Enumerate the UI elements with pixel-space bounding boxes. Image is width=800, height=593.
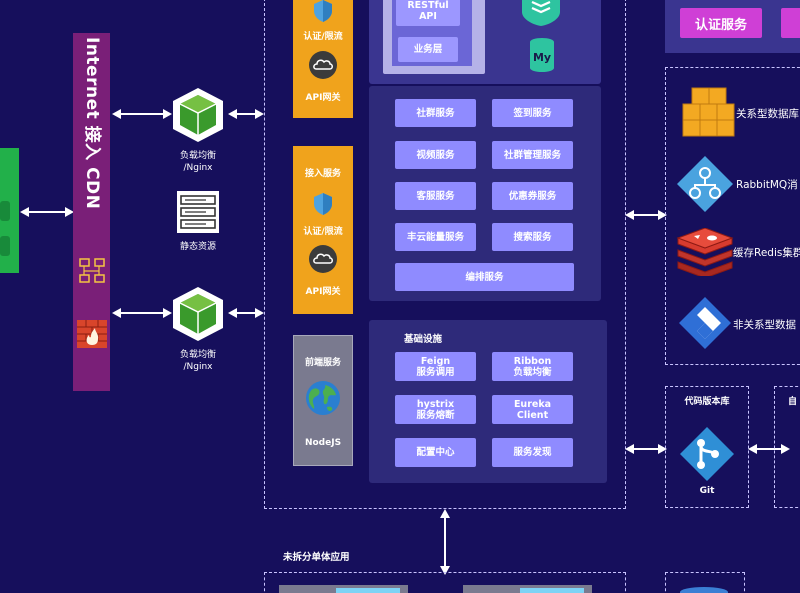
hystrix-label-1: hystrix	[416, 398, 455, 410]
right-partial-container	[774, 386, 800, 508]
static-resources-label: 静态资源	[179, 242, 216, 252]
service-button-7[interactable]: 丰云能量服务	[395, 223, 476, 251]
arrow-lb1-gateway	[228, 109, 264, 119]
feign-label-2: 服务调用	[416, 366, 455, 378]
service-button-8[interactable]: 搜索服务	[492, 223, 573, 251]
globe-icon	[306, 381, 340, 415]
storage-container	[665, 67, 800, 365]
nonrelational-db-icon	[679, 297, 731, 349]
service-button-1[interactable]: 社群服务	[395, 99, 476, 127]
arrow-app-storage	[625, 210, 667, 220]
arrow-app-repo	[625, 444, 667, 454]
lb1-label: 负载均衡 /Nginx	[160, 150, 236, 174]
eureka-button[interactable]: Eureka Client	[492, 395, 573, 424]
hystrix-label-2: 服务熔断	[416, 409, 455, 421]
arrow-repo-right	[748, 444, 790, 454]
service-button-2[interactable]: 签到服务	[492, 99, 573, 127]
restful-label-2: API	[419, 11, 437, 22]
service-button-6[interactable]: 优惠券服务	[492, 182, 573, 210]
redis-label: 缓存Redis集群	[733, 247, 800, 259]
gateway-mid-auth-label: 认证/限流	[303, 227, 343, 237]
git-icon	[680, 427, 734, 481]
service-discovery-button[interactable]: 服务发现	[492, 438, 573, 467]
boxes-icon	[682, 87, 735, 137]
auth-service-button-2[interactable]	[781, 8, 800, 38]
gateway-top: 认证/限流 API网关	[293, 0, 353, 118]
cloud-icon-2	[309, 245, 337, 273]
frontend-tech: NodeJS	[304, 438, 342, 448]
feign-button[interactable]: Feign 服务调用	[395, 352, 476, 381]
bottom-right-icon-top	[680, 587, 728, 593]
arrow-client-cdn	[20, 207, 74, 217]
lb2-label-1: 负载均衡	[179, 350, 216, 360]
application-layer-container	[264, 0, 626, 509]
service-button-4[interactable]: 社群管理服务	[492, 141, 573, 169]
restful-api-box[interactable]: RESTful API	[396, 0, 460, 26]
restful-label-1: RESTful	[407, 0, 449, 11]
client-button-1[interactable]	[0, 201, 10, 221]
git-label: Git	[699, 486, 715, 496]
svg-text:My: My	[533, 51, 551, 64]
frontend-service: 前端服务 NodeJS	[293, 335, 353, 466]
hystrix-button[interactable]: hystrix 服务熔断	[395, 395, 476, 424]
client-button-2[interactable]	[0, 236, 10, 256]
arrow-lb2-gateway	[228, 308, 264, 318]
shield-icon-2	[314, 193, 332, 215]
feign-label-1: Feign	[420, 355, 451, 367]
arrow-app-monolith	[440, 509, 450, 575]
firewall-icon	[77, 320, 107, 348]
monolith-container	[264, 572, 626, 593]
relational-db-label: 关系型数据库	[736, 108, 799, 120]
gateway-top-auth-label: 认证/限流	[303, 32, 343, 42]
nginx-cube-icon-2	[173, 287, 223, 341]
arrow-cdn-lb2	[112, 308, 172, 318]
layers-icon	[522, 0, 560, 26]
monolith-label: 未拆分单体应用	[283, 552, 350, 563]
monolith-box-1-inner	[336, 588, 400, 593]
frontend-title: 前端服务	[304, 358, 341, 368]
gateway-mid: 接入服务 认证/限流 API网关	[293, 146, 353, 314]
lb2-label-2: /Nginx	[183, 362, 213, 372]
cloud-icon	[309, 51, 337, 79]
lb1-label-1: 负载均衡	[179, 151, 216, 161]
rabbitmq-label: RabbitMQ消	[736, 179, 798, 191]
nginx-cube-icon	[173, 88, 223, 142]
ribbon-label-2: 负载均衡	[513, 366, 552, 378]
eureka-label-2: Client	[516, 409, 549, 421]
network-icon	[79, 258, 105, 283]
server-rack-icon	[177, 191, 219, 233]
eureka-label-1: Eureka	[513, 398, 552, 410]
lb1-label-2: /Nginx	[183, 163, 213, 173]
rabbitmq-icon	[677, 156, 733, 212]
lb2-label: 负载均衡 /Nginx	[160, 349, 236, 373]
config-center-button[interactable]: 配置中心	[395, 438, 476, 467]
arrow-cdn-lb1	[112, 109, 172, 119]
business-layer-box[interactable]: 业务层	[398, 37, 458, 62]
infra-title: 基础设施	[404, 334, 443, 345]
shield-icon	[314, 0, 332, 22]
service-button-3[interactable]: 视频服务	[395, 141, 476, 169]
cdn-bar: Internet 接入 CDN	[73, 33, 110, 391]
gateway-mid-api-label: API网关	[305, 287, 341, 297]
code-repo-title: 代码版本库	[684, 397, 730, 407]
business-layer-label: 业务层	[413, 44, 443, 55]
ribbon-button[interactable]: Ribbon 负载均衡	[492, 352, 573, 381]
gateway-top-api-label: API网关	[305, 93, 341, 103]
nonrelational-db-label: 非关系型数据	[733, 319, 796, 331]
right-partial-title: 自	[788, 397, 798, 407]
ribbon-label-1: Ribbon	[513, 355, 552, 367]
redis-icon	[676, 228, 734, 276]
gateway-mid-access-label: 接入服务	[304, 169, 341, 179]
monolith-box-2-inner	[520, 588, 584, 593]
mysql-db-icon: My	[530, 38, 554, 72]
service-button-5[interactable]: 客服服务	[395, 182, 476, 210]
auth-service-button[interactable]: 认证服务	[680, 8, 762, 38]
bottom-right-container	[665, 572, 745, 593]
orchestration-service-button[interactable]: 编排服务	[395, 263, 574, 291]
code-repo-container	[665, 386, 749, 508]
